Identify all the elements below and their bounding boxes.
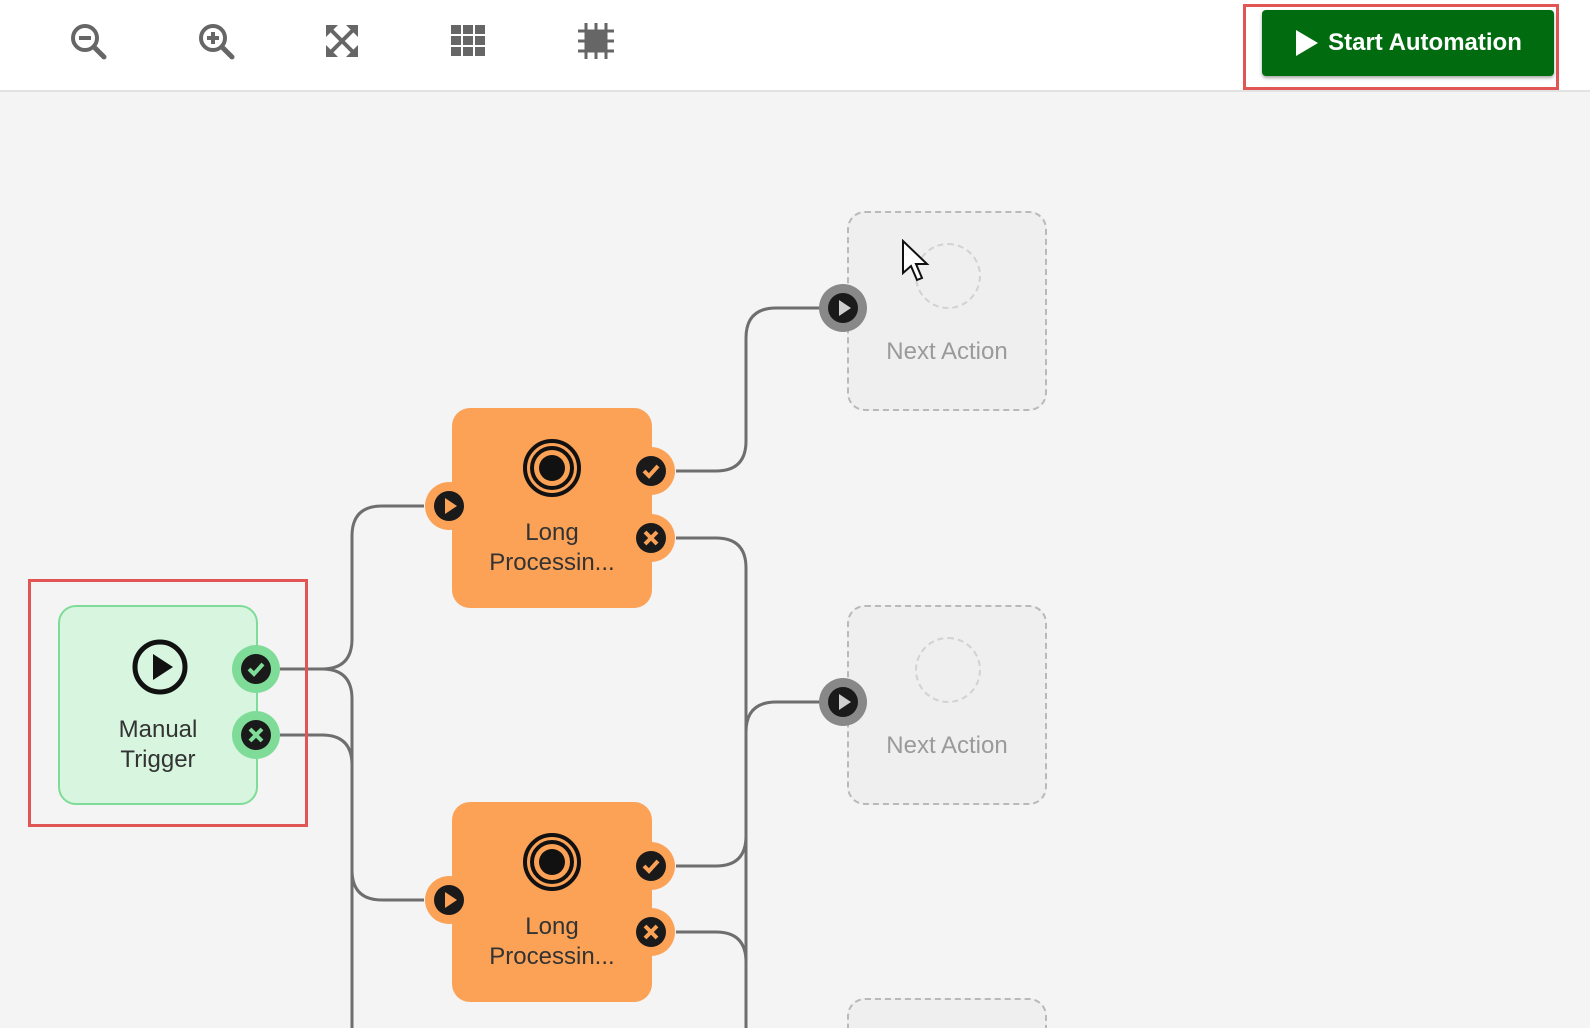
process-2-success-port[interactable] xyxy=(626,841,676,891)
manual-trigger-node[interactable]: Manual Trigger xyxy=(58,605,258,805)
wire-process-1-to-next-1 xyxy=(676,306,820,473)
next-action-1-input-port[interactable] xyxy=(818,283,868,333)
target-icon xyxy=(522,438,582,498)
check-icon xyxy=(627,842,675,890)
fit-to-screen-icon xyxy=(326,25,358,57)
grid-icon xyxy=(451,25,485,56)
next-action-placeholder-2[interactable]: Next Action xyxy=(847,605,1047,805)
x-icon xyxy=(232,711,280,759)
grid-button[interactable] xyxy=(446,19,490,63)
placeholder-circle-icon xyxy=(915,637,981,703)
long-processing-node-2[interactable]: Long Processin... xyxy=(452,802,652,1002)
mouse-cursor-icon xyxy=(902,239,930,282)
snap-grid-icon xyxy=(578,23,614,59)
process-1-input-port[interactable] xyxy=(424,481,474,531)
play-icon xyxy=(819,678,867,726)
next-action-placeholder-3[interactable] xyxy=(847,998,1047,1028)
node-label-line-2: Processin... xyxy=(489,549,615,576)
wire-process-2-to-next-2 xyxy=(676,700,820,868)
process-1-success-port[interactable] xyxy=(626,446,676,496)
trigger-success-port[interactable] xyxy=(231,644,281,694)
node-label-line-1: Long xyxy=(525,913,579,940)
play-icon xyxy=(425,876,473,924)
x-icon xyxy=(627,908,675,956)
long-processing-node-1[interactable]: Long Processin... xyxy=(452,408,652,608)
node-label-line-1: Long xyxy=(525,519,579,546)
node-label-line-2: Trigger xyxy=(120,746,196,773)
toolbar: Start Automation xyxy=(0,0,1590,92)
start-automation-button[interactable]: Start Automation xyxy=(1262,10,1554,76)
trigger-failure-port[interactable] xyxy=(231,710,281,760)
zoom-out-button[interactable] xyxy=(66,19,110,63)
wire-trigger-to-process-1 xyxy=(280,504,424,671)
target-icon xyxy=(522,832,582,892)
node-label-line-2: Processin... xyxy=(489,943,615,970)
wire-process-1-failure xyxy=(676,536,748,1028)
zoom-out-icon xyxy=(71,24,107,60)
process-2-input-port[interactable] xyxy=(424,875,474,925)
zoom-in-button[interactable] xyxy=(194,19,238,63)
x-icon xyxy=(627,514,675,562)
play-icon xyxy=(819,284,867,332)
play-icon xyxy=(425,482,473,530)
play-circle-icon xyxy=(130,637,190,697)
wire-process-2-failure xyxy=(676,930,748,1028)
next-action-label: Next Action xyxy=(886,338,1008,365)
next-action-label: Next Action xyxy=(886,732,1008,759)
node-label-line-1: Manual xyxy=(118,716,198,743)
zoom-in-icon xyxy=(199,24,235,60)
play-icon xyxy=(1296,30,1319,56)
start-button-highlight xyxy=(1243,4,1559,90)
check-icon xyxy=(232,645,280,693)
process-1-failure-port[interactable] xyxy=(626,513,676,563)
next-action-placeholder-1[interactable]: Next Action xyxy=(847,211,1047,411)
wire-trigger-failure xyxy=(280,733,354,1028)
process-2-failure-port[interactable] xyxy=(626,907,676,957)
snap-grid-button[interactable] xyxy=(574,19,618,63)
fit-to-screen-button[interactable] xyxy=(320,19,364,63)
next-action-2-input-port[interactable] xyxy=(818,677,868,727)
check-icon xyxy=(627,447,675,495)
start-automation-label: Start Automation xyxy=(1328,29,1522,56)
